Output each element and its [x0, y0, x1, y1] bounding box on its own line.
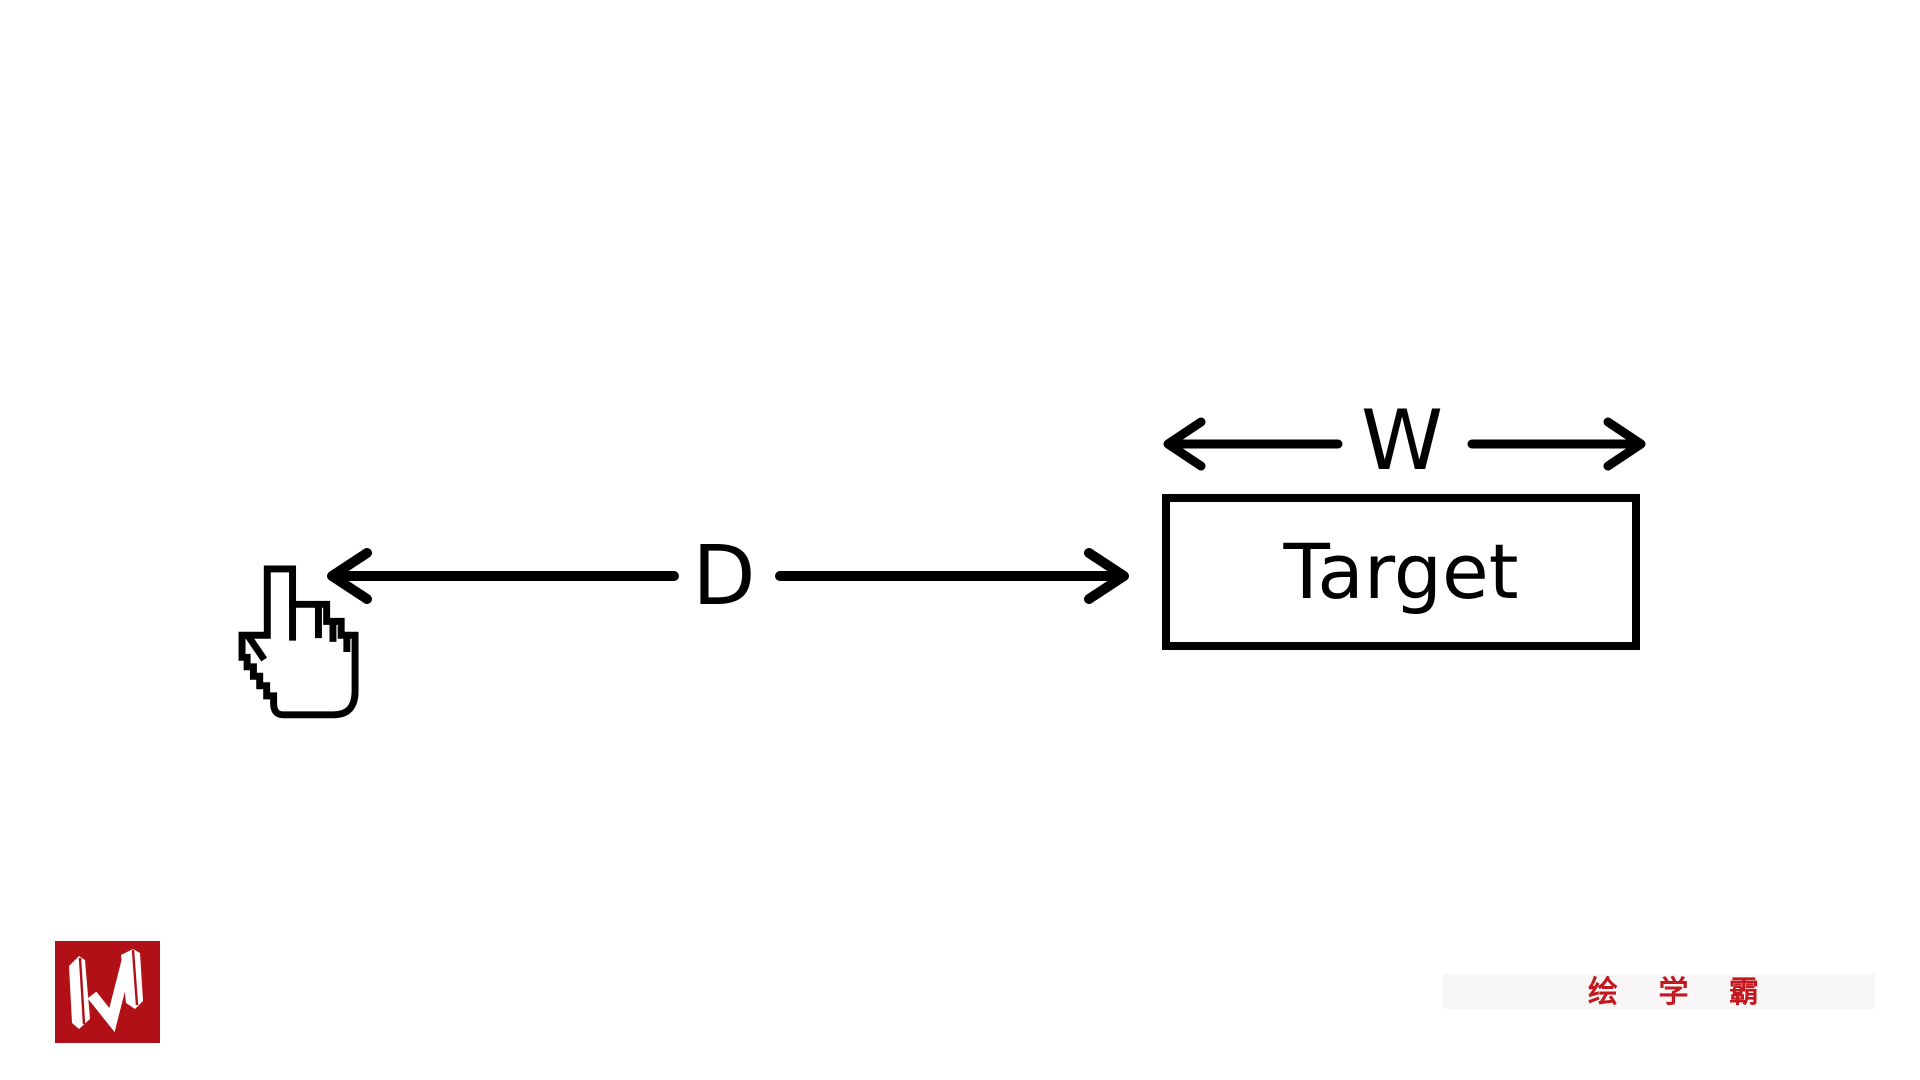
watermark-band — [1443, 974, 1875, 1009]
brand-logo — [55, 941, 160, 1043]
target-label: Target — [1283, 527, 1519, 616]
target-box: Target — [1162, 494, 1640, 650]
width-arrow — [1163, 417, 1646, 471]
watermark-text: 绘 学 霸 — [1588, 975, 1774, 1010]
hand-pointer-cursor-icon — [238, 565, 359, 719]
width-label: W — [1360, 392, 1444, 489]
distance-label: D — [692, 529, 756, 624]
distance-arrow — [327, 548, 1129, 604]
w-logo-icon — [55, 941, 160, 1043]
